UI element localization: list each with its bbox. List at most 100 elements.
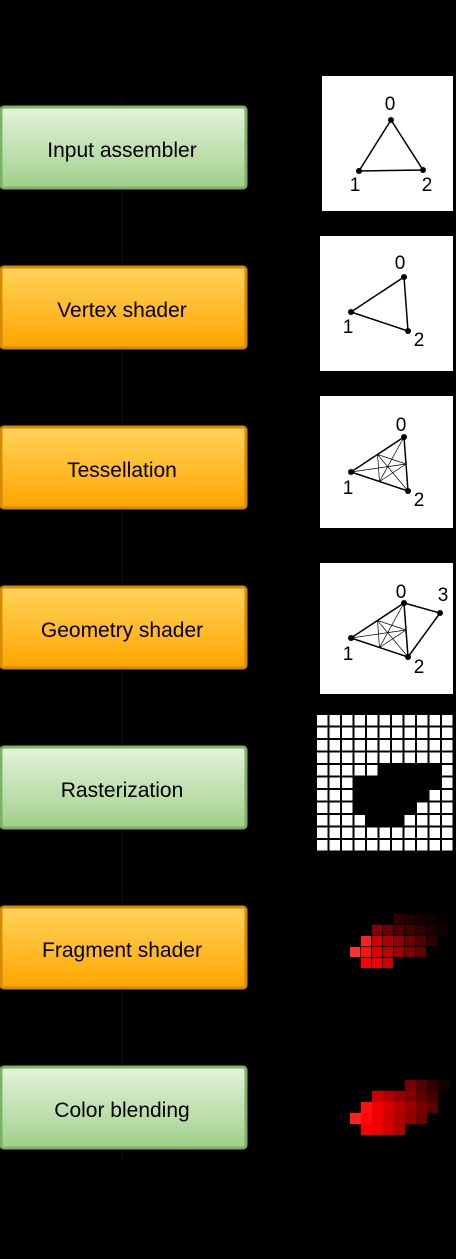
raster-cell (442, 715, 453, 726)
blended-pixel (394, 1102, 405, 1113)
raster-cell (404, 727, 415, 738)
raster-cell (392, 752, 403, 763)
vertex-label-1: 1 (343, 478, 354, 499)
raster-cell (429, 727, 440, 738)
raster-cell (329, 802, 340, 813)
fragment-pixel (372, 958, 382, 968)
raster-cell (329, 790, 340, 801)
raster-cell (417, 840, 428, 851)
raster-cell (417, 815, 428, 826)
raster-cell (367, 715, 378, 726)
raster-cell (404, 790, 415, 801)
blended-pixel (427, 1080, 438, 1091)
raster-cell (429, 840, 440, 851)
raster-cell (417, 752, 428, 763)
vertex-0-dot (401, 274, 407, 280)
raster-cell (442, 765, 453, 776)
raster-cell (417, 827, 428, 838)
thumb-input-assembler: 0 1 2 (320, 74, 455, 213)
fragment-pixel (416, 936, 426, 946)
vertex-0-dot (401, 434, 407, 440)
raster-cell (404, 740, 415, 751)
blended-pixel (438, 1080, 449, 1091)
raster-cell (342, 827, 353, 838)
thumb-vertex-shader: 0 1 2 (318, 234, 455, 373)
raster-cell (329, 827, 340, 838)
blended-pixel (383, 1124, 394, 1135)
blended-pixels (350, 1080, 449, 1135)
raster-cell (354, 727, 365, 738)
raster-cell (379, 815, 390, 826)
raster-cell (317, 827, 328, 838)
vertex-label-1: 1 (343, 317, 354, 338)
raster-cell (342, 727, 353, 738)
raster-cell (329, 815, 340, 826)
raster-cell (442, 827, 453, 838)
fragment-pixel (427, 936, 437, 946)
blended-pixel (383, 1113, 394, 1124)
fragment-pixel (383, 936, 393, 946)
vertex-2-dot (405, 488, 411, 494)
blended-pixel (361, 1102, 372, 1113)
triangle-shape (349, 275, 409, 333)
fragment-pixel (372, 925, 382, 935)
vertex-label-0: 0 (395, 253, 406, 274)
vertex-label-0: 0 (396, 415, 407, 436)
raster-cell (417, 740, 428, 751)
fragment-pixel (394, 925, 404, 935)
stage-tessellation-label: Tessellation (67, 459, 177, 482)
vertex-label-0: 0 (385, 94, 396, 115)
vertex-2-dot (420, 167, 426, 173)
fragment-pixel (383, 947, 393, 957)
raster-cell (442, 840, 453, 851)
raster-cell (342, 815, 353, 826)
raster-cell (379, 727, 390, 738)
raster-cell (354, 802, 365, 813)
raster-cell (429, 777, 440, 788)
blended-pixel (427, 1091, 438, 1102)
stage-color-blending: Color blending (0, 1065, 248, 1150)
raster-cell (442, 802, 453, 813)
raster-cell (317, 715, 328, 726)
vertex-label-2: 2 (422, 175, 433, 196)
raster-cell (329, 765, 340, 776)
stage-color-blending-label: Color blending (54, 1099, 189, 1122)
stage-fragment-shader: Fragment shader (0, 905, 248, 990)
raster-cell (367, 740, 378, 751)
raster-cell (429, 827, 440, 838)
stage-input-assembler: Input assembler (0, 105, 248, 190)
blended-pixel (361, 1113, 372, 1124)
fragment-pixel (416, 925, 426, 935)
stage-geometry-shader: Geometry shader (0, 585, 248, 670)
fragment-pixel (405, 947, 415, 957)
raster-cell (342, 740, 353, 751)
fragment-pixel (361, 936, 371, 946)
blended-pixel (416, 1091, 427, 1102)
raster-cell (317, 840, 328, 851)
raster-grid (314, 712, 456, 854)
vertex-2-dot (405, 328, 411, 334)
vertex-label-0: 0 (396, 582, 407, 603)
raster-cell (317, 802, 328, 813)
blended-pixel (350, 1113, 361, 1124)
triangle-shape (357, 118, 425, 172)
raster-cell (417, 727, 428, 738)
raster-cell (342, 840, 353, 851)
blended-pixel (394, 1091, 405, 1102)
tessellation-subdivision-lines (350, 436, 409, 492)
raster-cell (442, 790, 453, 801)
raster-cell (442, 752, 453, 763)
raster-cell (392, 740, 403, 751)
vertex-1-dot (356, 168, 362, 174)
raster-cell (329, 777, 340, 788)
stage-vertex-shader-label: Vertex shader (57, 299, 187, 322)
blended-pixel (372, 1124, 383, 1135)
raster-cell (317, 727, 328, 738)
raster-cell (417, 790, 428, 801)
vertex-0-dot (401, 600, 407, 606)
blended-pixel (416, 1102, 427, 1113)
raster-cell (317, 740, 328, 751)
raster-cell (329, 752, 340, 763)
raster-cell (379, 765, 390, 776)
blended-pixel (405, 1113, 416, 1124)
